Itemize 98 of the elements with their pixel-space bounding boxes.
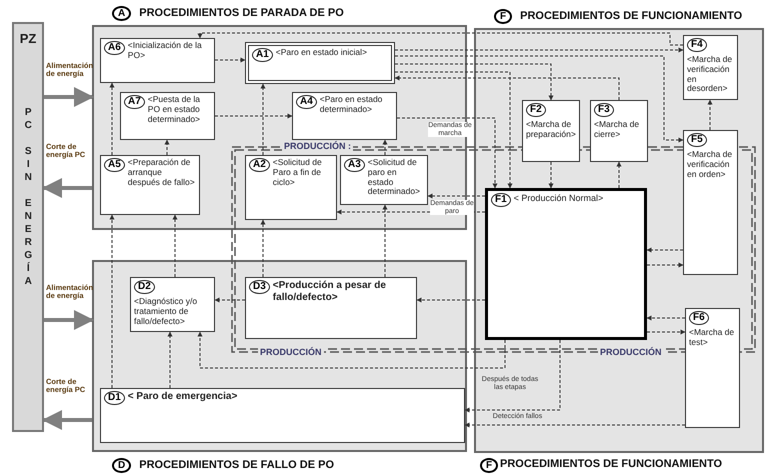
group-letter-badge: F bbox=[480, 458, 498, 473]
arrow bbox=[646, 248, 684, 252]
state-id-badge: A6 bbox=[104, 41, 125, 55]
state-id-badge: D3 bbox=[249, 280, 270, 294]
arrow bbox=[336, 210, 486, 214]
state-label: <Paro en estado determinado> bbox=[320, 95, 384, 116]
arrow bbox=[42, 410, 92, 430]
state-id-badge: A2 bbox=[249, 158, 270, 172]
state-box bbox=[292, 92, 397, 140]
state-box bbox=[130, 277, 215, 332]
arrow bbox=[260, 84, 266, 156]
state-id-badge: F6 bbox=[689, 311, 709, 325]
arrow bbox=[164, 140, 170, 156]
arrow bbox=[394, 76, 620, 100]
arrow bbox=[214, 298, 246, 302]
state-label: <Marcha de cierre> bbox=[594, 120, 640, 140]
state-box bbox=[590, 100, 648, 162]
arrow bbox=[198, 332, 506, 368]
state-label: <Solicitud de Paro a fin de ciclo> bbox=[272, 158, 323, 189]
state-box bbox=[245, 277, 417, 339]
arrow bbox=[646, 330, 686, 334]
state-id-badge: D2 bbox=[134, 280, 155, 294]
state-box bbox=[340, 155, 428, 205]
arrow bbox=[464, 340, 560, 412]
state-box bbox=[485, 188, 647, 340]
arrow bbox=[616, 162, 622, 188]
state-label: <Marcha de test> bbox=[689, 328, 736, 348]
arrow bbox=[428, 194, 486, 198]
state-label: < Producción Normal> bbox=[514, 193, 604, 205]
state-label: <Paro en estado inicial> bbox=[276, 48, 367, 59]
arrow bbox=[198, 32, 684, 46]
arrow bbox=[394, 56, 684, 142]
state-box bbox=[522, 100, 580, 162]
power-state-bar bbox=[12, 22, 44, 432]
arrow bbox=[394, 48, 684, 52]
arrow bbox=[396, 118, 498, 188]
arrow bbox=[214, 114, 292, 118]
state-box bbox=[120, 92, 215, 140]
arrow bbox=[110, 214, 114, 388]
state-id-badge: F2 bbox=[526, 103, 546, 117]
arrow bbox=[382, 204, 388, 278]
arrow bbox=[44, 310, 94, 330]
state-label: <Marcha de verificación en orden> bbox=[687, 150, 734, 180]
state-label: <Solicitud de paro en estado determinado> bbox=[368, 158, 422, 198]
zone-label: PRODUCCIÓN : bbox=[282, 141, 353, 151]
arrow bbox=[260, 220, 266, 278]
arrow bbox=[394, 64, 554, 100]
state-box bbox=[685, 308, 740, 428]
state-label: <Preparación de arranque después de fallo> bbox=[128, 158, 196, 189]
arrow bbox=[708, 100, 712, 130]
state-box bbox=[100, 155, 200, 215]
state-box bbox=[245, 155, 337, 220]
arrow bbox=[416, 298, 486, 302]
arrow bbox=[646, 262, 684, 268]
state-id-badge: A7 bbox=[124, 95, 145, 109]
state-label: <Marcha de preparación> bbox=[526, 120, 576, 140]
state-box bbox=[245, 42, 395, 84]
arrow bbox=[42, 178, 92, 198]
group-heading: PROCEDIMIENTOS DE FUNCIONAMIENTO bbox=[520, 10, 742, 22]
arrow bbox=[382, 140, 388, 156]
zone-label: PRODUCCIÓN bbox=[258, 347, 324, 357]
arrow bbox=[172, 214, 178, 278]
arrow bbox=[464, 422, 686, 428]
state-id-badge: F5 bbox=[687, 133, 707, 147]
arrow bbox=[44, 87, 94, 107]
arrow bbox=[548, 162, 554, 188]
state-id-badge: A4 bbox=[296, 95, 317, 109]
zone-code: PZ bbox=[20, 32, 36, 47]
group-letter-badge: D bbox=[112, 458, 132, 472]
arrow bbox=[168, 332, 172, 388]
state-label: <Diagnóstico y/o tratamiento de fallo/defecto> bbox=[134, 297, 198, 326]
state-label: <Producción a pesar de fallo/defecto> bbox=[272, 280, 387, 304]
group-heading: PROCEDIMIENTOS DE FUNCIONAMIENTO bbox=[500, 458, 722, 470]
state-label: <Inicialización de la PO> bbox=[128, 41, 203, 62]
state-label: <Marcha de verificación en desorden> bbox=[687, 55, 734, 94]
zone-label: PRODUCCIÓN bbox=[598, 347, 664, 357]
state-box bbox=[683, 130, 738, 275]
arrow bbox=[110, 82, 114, 156]
group-heading: PROCEDIMIENTOS DE FALLO DE PO bbox=[139, 459, 334, 471]
arrow bbox=[214, 58, 246, 62]
group-heading: PROCEDIMIENTOS DE PARADA DE PO bbox=[139, 7, 344, 19]
state-id-badge: F3 bbox=[594, 103, 614, 117]
state-id-badge: A1 bbox=[252, 48, 273, 62]
state-id-badge: F1 bbox=[491, 193, 511, 207]
arrow bbox=[394, 72, 512, 188]
state-id-badge: F4 bbox=[687, 38, 707, 52]
state-label: <Puesta de la PO en estado determinado> bbox=[148, 95, 202, 126]
state-label: < Paro de emergencia> bbox=[128, 391, 238, 404]
state-box bbox=[100, 388, 465, 443]
zone-label: PC SIN ENERGÍA bbox=[22, 106, 34, 289]
arrow bbox=[646, 316, 686, 320]
state-box bbox=[100, 38, 215, 83]
state-id-badge: A3 bbox=[344, 158, 365, 172]
group-letter-badge: F bbox=[494, 8, 512, 24]
state-id-badge: A5 bbox=[104, 158, 125, 172]
group-letter-badge: A bbox=[112, 6, 132, 20]
state-id-badge: D1 bbox=[104, 391, 125, 405]
state-box bbox=[683, 35, 738, 100]
